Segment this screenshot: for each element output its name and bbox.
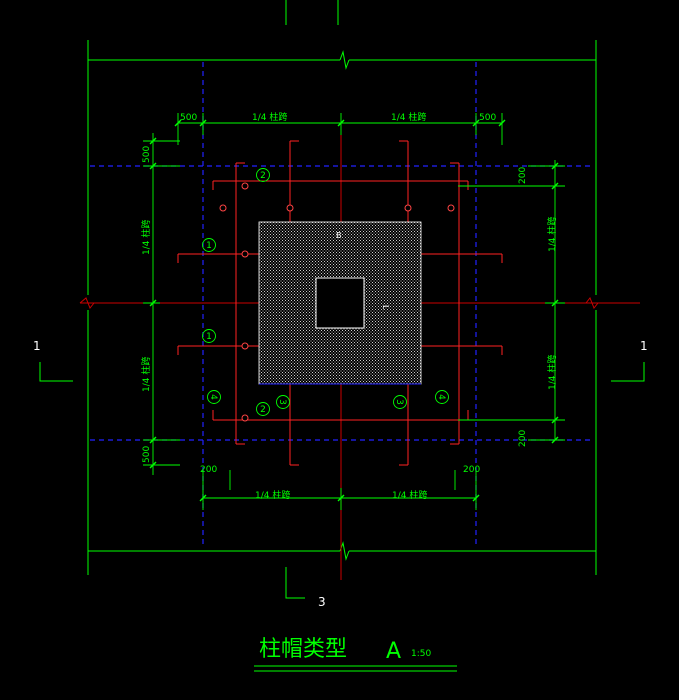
cap-label-b: B xyxy=(336,231,342,240)
dim-left-span-top: 1/4 柱跨 xyxy=(140,220,152,255)
cap-label-l: L xyxy=(381,305,390,310)
dimension-ticks xyxy=(149,119,559,502)
section-mark-graphics xyxy=(39,362,645,599)
dim-bottom-left-200: 200 xyxy=(200,465,217,475)
title-block: 柱帽类型 A 1:50 xyxy=(254,637,457,672)
dim-right-top-200: 200 xyxy=(518,167,528,184)
drawing-title: 柱帽类型 xyxy=(259,637,347,662)
drawing-scale: 1:50 xyxy=(411,649,431,659)
rebar-nodes xyxy=(219,182,455,422)
tag-2-bottom: 2 xyxy=(260,405,266,415)
dimension-texts: 500 1/4 柱跨 1/4 柱跨 500 500 1/4 柱跨 1/4 柱跨 … xyxy=(140,111,558,501)
dim-top-left-500: 500 xyxy=(180,113,197,123)
dim-bottom-right-200: 200 xyxy=(463,465,480,475)
tag-1-lower: 1 xyxy=(206,332,212,342)
section-mark-bottom: 3 xyxy=(318,595,326,609)
dim-left-top-500: 500 xyxy=(142,146,152,163)
dim-top-right-500: 500 xyxy=(479,113,496,123)
section-mark-left: 1 xyxy=(33,339,41,353)
column-outline xyxy=(315,277,365,329)
tag-4-left: 4 xyxy=(208,394,218,400)
tag-3-right: 3 xyxy=(394,399,404,405)
slab-boundary xyxy=(87,0,597,575)
tag-1-upper: 1 xyxy=(206,241,212,251)
tag-2-top: 2 xyxy=(260,171,266,181)
section-mark-texts: 1 1 3 xyxy=(33,339,648,609)
dim-top-span-left: 1/4 柱跨 xyxy=(252,111,287,123)
type-letter: A xyxy=(386,639,401,664)
dim-left-bottom-500: 500 xyxy=(142,446,152,463)
dim-bottom-span-left: 1/4 柱跨 xyxy=(255,489,290,501)
section-mark-right: 1 xyxy=(640,339,648,353)
dim-right-span-top: 1/4 柱跨 xyxy=(546,217,558,252)
rebar-tag-texts: 2 1 1 4 2 3 3 4 xyxy=(206,171,446,415)
dim-top-span-right: 1/4 柱跨 xyxy=(391,111,426,123)
dim-bottom-span-right: 1/4 柱跨 xyxy=(392,489,427,501)
tag-4-right: 4 xyxy=(436,394,446,400)
tag-3-left: 3 xyxy=(277,399,287,405)
rebar-tags xyxy=(202,168,449,416)
dimension-lines xyxy=(143,113,565,510)
dim-left-span-bottom: 1/4 柱跨 xyxy=(140,357,152,392)
dim-right-span-bottom: 1/4 柱跨 xyxy=(546,355,558,390)
dim-right-bottom-200: 200 xyxy=(518,430,528,447)
